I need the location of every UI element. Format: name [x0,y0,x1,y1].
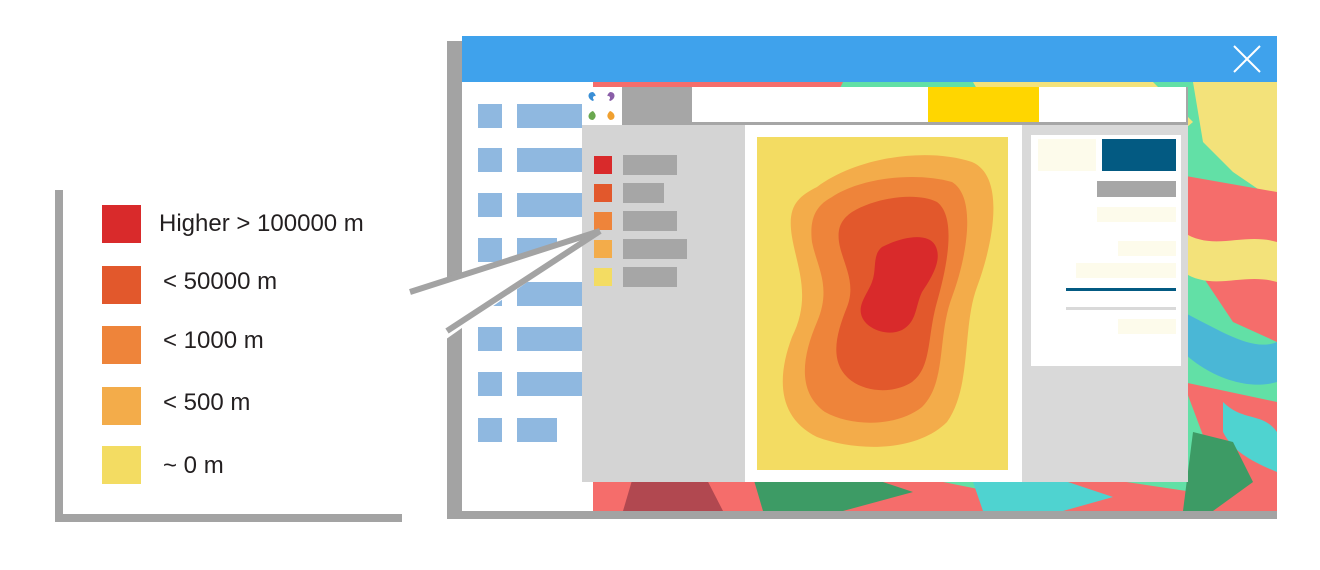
nav-item-label[interactable] [517,148,582,172]
mini-legend-label [623,267,677,287]
legend-swatch-1000 [102,326,141,364]
close-icon[interactable] [1228,40,1266,78]
legend-label-1000: < 1000 m [163,327,264,354]
legend-label-500: < 500 m [163,389,251,416]
info-field [1097,207,1176,222]
mini-legend-label [623,239,687,259]
info-field [1118,319,1176,334]
nav-item-label[interactable] [517,282,582,306]
nav-item-icon[interactable] [478,327,502,351]
nav-item-label[interactable] [517,372,582,396]
mini-legend-swatch [594,268,612,286]
legend-label-zero: ~ 0 m [163,452,224,479]
window-titlebar [462,36,1277,82]
info-divider [1066,288,1176,291]
nav-item-label[interactable] [517,418,557,442]
mini-legend-label [623,155,677,175]
mini-legend-label [623,183,664,203]
nav-item-icon[interactable] [478,238,502,262]
mini-legend-swatch [594,212,612,230]
nav-item-icon[interactable] [478,104,502,128]
elevation-contour-map[interactable] [757,137,1008,470]
nav-item-icon[interactable] [478,372,502,396]
mini-legend-swatch [594,240,612,258]
active-tab[interactable] [928,87,1039,122]
mini-legend-swatch [594,184,612,202]
info-heading [1097,181,1176,197]
nav-item-label[interactable] [517,193,582,217]
four-petal-logo-icon [588,92,615,120]
mini-legend-swatch [594,156,612,174]
nav-item-label[interactable] [517,104,582,128]
legend-swatch-50000 [102,266,141,304]
legend-swatch-zero [102,446,141,484]
legend-label-50000: < 50000 m [163,268,278,295]
mini-legend-label [623,211,677,231]
nav-item-icon[interactable] [478,418,502,442]
nav-item-label[interactable] [517,327,582,351]
nav-item-icon[interactable] [478,148,502,172]
info-field [1118,241,1176,256]
legend-swatch-highest [102,205,141,243]
info-field [1076,263,1176,278]
action-button[interactable] [1102,139,1176,171]
legend-label-highest: Higher > 100000 m [159,210,364,237]
info-field [1038,139,1096,171]
legend-swatch-500 [102,387,141,425]
app-logo[interactable] [582,87,622,125]
callout-pointer [409,228,602,342]
info-divider [1066,307,1176,310]
nav-item-icon[interactable] [478,193,502,217]
